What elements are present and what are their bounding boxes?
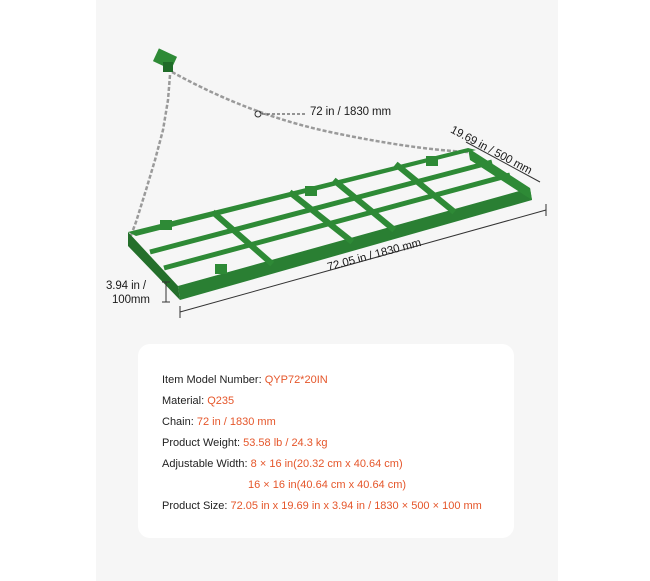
landscape-rake-illustration: [128, 48, 547, 318]
inner-rail-1: [149, 159, 493, 255]
spec-material: Material: Q235: [162, 395, 234, 407]
spec-model: Item Model Number: QYP72*20IN: [162, 374, 328, 386]
spec-size: Product Size: 72.05 in x 19.69 in x 3.94…: [162, 500, 482, 512]
spec-label: Product Weight:: [162, 437, 241, 449]
spec-adjustable-width-2: 16 × 16 in(40.64 cm x 40.64 cm): [248, 479, 406, 491]
spec-weight: Product Weight: 53.58 lb / 24.3 kg: [162, 437, 328, 449]
spec-label: Product Size:: [162, 500, 228, 512]
chain-dimension-dot: [254, 110, 262, 118]
spec-value: 53.58 lb / 24.3 kg: [243, 437, 328, 449]
spec-label: Material:: [162, 395, 205, 407]
length-dimension-line: [179, 209, 547, 313]
specs-card: Item Model Number: QYP72*20IN Material: …: [138, 344, 514, 538]
frame-right-end: [468, 148, 532, 200]
spec-chain: Chain: 72 in / 1830 mm: [162, 416, 276, 428]
hitch-bracket: [152, 48, 178, 72]
spec-value: 72 in / 1830 mm: [196, 416, 276, 428]
spec-label: Adjustable Width:: [162, 458, 248, 470]
chain-length-label: 72 in / 1830 mm: [310, 106, 391, 118]
height-label-line2: 100mm: [112, 294, 150, 306]
spec-label: Chain:: [162, 416, 194, 428]
spec-value: 8 × 16 in(20.32 cm x 40.64 cm): [250, 458, 403, 470]
chain-right: [171, 70, 469, 154]
height-label-line1: 3.94 in /: [106, 280, 147, 292]
spec-value: Q235: [207, 395, 235, 407]
frame-left-end: [128, 232, 180, 300]
spec-label: Item Model Number:: [162, 374, 262, 386]
spec-value: QYP72*20IN: [264, 374, 328, 386]
width-dimension-line: [465, 141, 541, 183]
spec-value: 72.05 in x 19.69 in x 3.94 in / 1830 × 5…: [230, 500, 482, 512]
spec-adjustable-width: Adjustable Width: 8 × 16 in(20.32 cm x 4…: [162, 458, 403, 470]
inner-rail-2: [163, 172, 511, 271]
frame-front-rail: [178, 188, 532, 300]
cross-bars: [210, 161, 457, 267]
chain-left: [128, 74, 172, 239]
upright-tabs: [160, 156, 438, 274]
spec-value: 16 × 16 in(40.64 cm x 40.64 cm): [248, 479, 407, 491]
